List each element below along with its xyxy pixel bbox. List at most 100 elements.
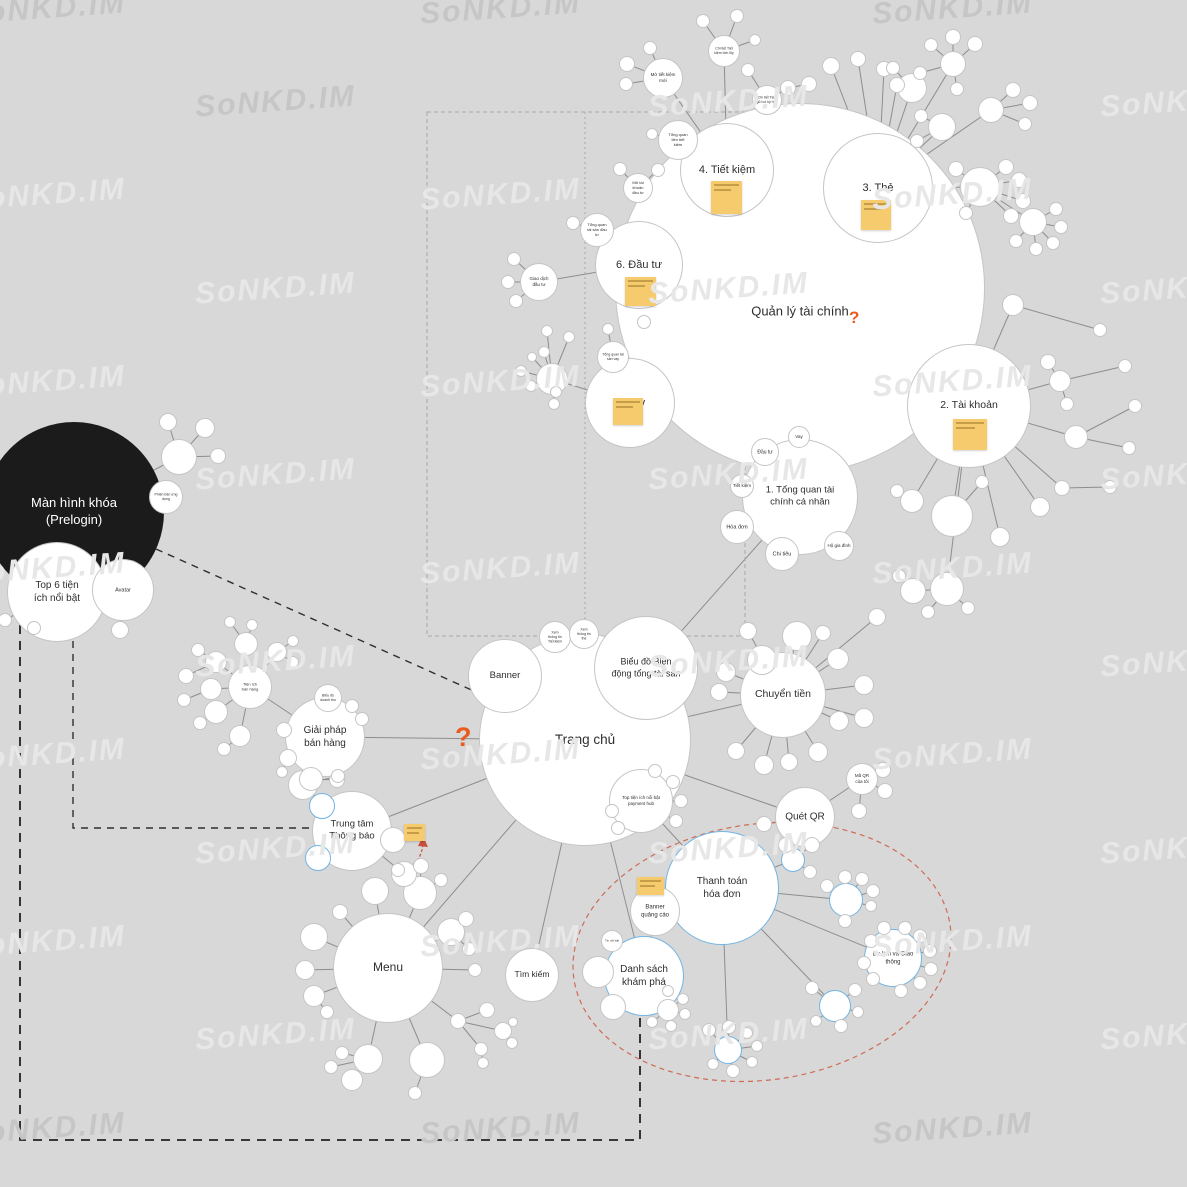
mindmap-node[interactable] xyxy=(195,418,215,438)
mindmap-node[interactable] xyxy=(741,1027,753,1039)
mindmap-node[interactable] xyxy=(923,944,937,958)
mindmap-node[interactable] xyxy=(851,803,867,819)
app-version-node[interactable]: Phiên bản ứng dụng xyxy=(149,480,183,514)
mindmap-node[interactable] xyxy=(827,648,849,670)
mindmap-node[interactable] xyxy=(924,962,938,976)
mindmap-node[interactable] xyxy=(747,645,777,675)
mindmap-node[interactable] xyxy=(648,764,662,778)
mindmap-node[interactable] xyxy=(865,900,877,912)
mindmap-node[interactable] xyxy=(276,766,288,778)
mindmap-node[interactable] xyxy=(300,923,328,951)
mindmap-node[interactable] xyxy=(866,972,880,986)
mindmap-node[interactable] xyxy=(234,632,258,656)
featured-news-node[interactable]: Tin nổi bật xyxy=(601,930,623,952)
mindmap-node[interactable] xyxy=(1054,480,1070,496)
mindmap-node[interactable] xyxy=(780,80,796,96)
mindmap-node[interactable] xyxy=(669,814,683,828)
sticky-note[interactable] xyxy=(637,877,664,895)
mindmap-node[interactable] xyxy=(287,656,299,668)
mindmap-node[interactable] xyxy=(710,683,728,701)
mindmap-node[interactable] xyxy=(331,769,345,783)
mindmap-node[interactable] xyxy=(702,1023,716,1037)
mindmap-node[interactable] xyxy=(509,294,523,308)
sticky-note[interactable] xyxy=(861,200,891,230)
mindmap-node[interactable] xyxy=(677,993,689,1005)
mindmap-node[interactable] xyxy=(527,352,537,362)
mindmap-node[interactable] xyxy=(320,1005,334,1019)
mindmap-node[interactable] xyxy=(665,1020,677,1032)
investment-transactions-node[interactable]: Giao dịch đầu tư xyxy=(520,263,558,301)
mindmap-node[interactable] xyxy=(210,448,226,464)
mindmap-node[interactable] xyxy=(662,985,674,997)
mindmap-node[interactable] xyxy=(462,942,476,956)
mindmap-node[interactable] xyxy=(582,956,614,988)
mindmap-node[interactable] xyxy=(730,9,744,23)
open-savings-node[interactable]: Mở tiết kiệm mới xyxy=(643,58,683,98)
mindmap-node[interactable] xyxy=(838,914,852,928)
mindmap-node[interactable] xyxy=(940,51,966,77)
term-deposit-detail-node[interactable]: Chi tiết Tiền gửi có kỳ hạn xyxy=(752,85,782,115)
mindmap-node[interactable] xyxy=(822,57,840,75)
mindmap-node[interactable] xyxy=(159,413,177,431)
mindmap-node[interactable] xyxy=(726,1064,740,1078)
mindmap-node[interactable] xyxy=(602,323,614,335)
mindmap-node[interactable] xyxy=(913,929,927,943)
mindmap-node[interactable] xyxy=(1064,425,1088,449)
mindmap-node[interactable] xyxy=(458,911,474,927)
mindmap-node[interactable] xyxy=(1046,236,1060,250)
mindmap-node[interactable] xyxy=(305,845,331,871)
sticky-note[interactable] xyxy=(953,419,987,450)
mindmap-node[interactable] xyxy=(696,14,710,28)
accumulate-savings-detail-node[interactable]: Chi tiết Tiết kiệm tích lũy xyxy=(708,35,740,67)
sales-utilities-node[interactable]: Tiện ích bán hàng xyxy=(228,665,272,709)
mindmap-node[interactable] xyxy=(391,863,405,877)
mindmap-node[interactable] xyxy=(948,161,964,177)
mindmap-node[interactable] xyxy=(975,475,989,489)
overview-loan-node[interactable]: Vay xyxy=(788,426,810,448)
mindmap-node[interactable] xyxy=(217,742,231,756)
mindmap-node[interactable] xyxy=(1103,480,1117,494)
mindmap-node[interactable] xyxy=(177,693,191,707)
mindmap-node[interactable] xyxy=(889,77,905,93)
mindmap-node[interactable] xyxy=(900,489,924,513)
mindmap-node[interactable] xyxy=(819,990,851,1022)
mindmap-node[interactable] xyxy=(930,572,964,606)
mindmap-node[interactable] xyxy=(224,616,236,628)
overview-savings-node[interactable]: Tiết kiệm xyxy=(730,474,754,498)
mindmap-node[interactable] xyxy=(886,61,900,75)
mindmap-node[interactable] xyxy=(990,527,1010,547)
sticky-note[interactable] xyxy=(404,824,425,841)
bill-payment-node[interactable]: Thanh toán hóa đơn xyxy=(665,831,779,945)
mindmap-node[interactable] xyxy=(646,1016,658,1028)
mindmap-node[interactable] xyxy=(959,206,973,220)
mindmap-node[interactable] xyxy=(900,578,926,604)
mindmap-node[interactable] xyxy=(679,1008,691,1020)
mindmap-node[interactable] xyxy=(111,621,129,639)
mindmap-node[interactable] xyxy=(611,821,625,835)
mindmap-node[interactable] xyxy=(205,651,227,673)
mindmap-node[interactable] xyxy=(727,742,745,760)
mindmap-node[interactable] xyxy=(834,1019,848,1033)
mindmap-node[interactable] xyxy=(707,1058,719,1070)
mindmap-node[interactable] xyxy=(829,711,849,731)
my-qr-node[interactable]: Mã QR của tôi xyxy=(846,763,878,795)
mindmap-node[interactable] xyxy=(548,398,560,410)
mindmap-node[interactable] xyxy=(857,956,871,970)
mindmap-node[interactable] xyxy=(335,1046,349,1060)
sticky-note[interactable] xyxy=(613,398,643,425)
mindmap-node[interactable] xyxy=(674,794,688,808)
mindmap-node[interactable] xyxy=(854,708,874,728)
mindmap-node[interactable] xyxy=(341,1069,363,1091)
mindmap-node[interactable] xyxy=(1040,354,1056,370)
mindmap-node[interactable] xyxy=(894,984,908,998)
mindmap-node[interactable] xyxy=(805,981,819,995)
mindmap-node[interactable] xyxy=(303,985,325,1007)
mindmap-node[interactable] xyxy=(409,1042,445,1078)
mindmap-node[interactable] xyxy=(276,722,292,738)
mindmap-node[interactable] xyxy=(960,167,1000,207)
mindmap-node[interactable] xyxy=(479,1002,495,1018)
mindmap-node[interactable] xyxy=(178,668,194,684)
mindmap-node[interactable] xyxy=(1049,202,1063,216)
mindmap-node[interactable] xyxy=(961,601,975,615)
mindmap-node[interactable] xyxy=(928,113,956,141)
